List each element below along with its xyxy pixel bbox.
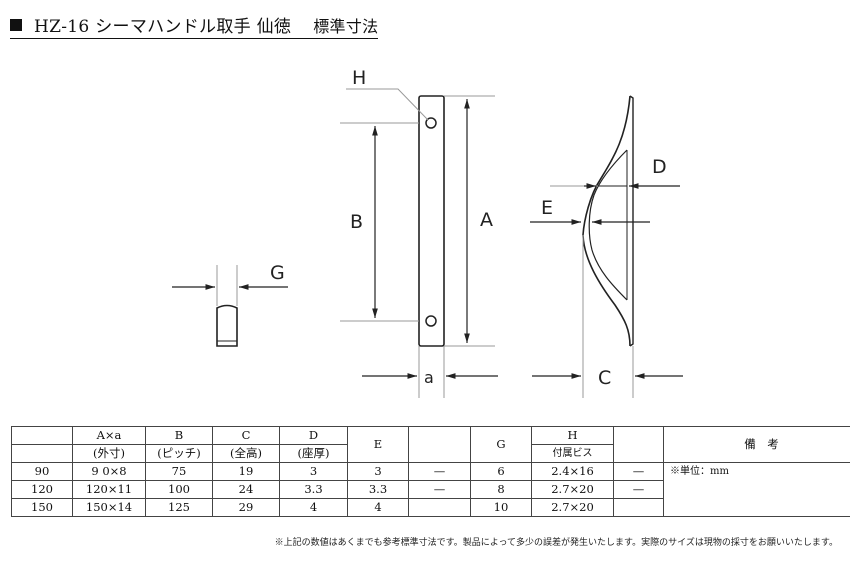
- handle-profile-outer: [582, 95, 631, 347]
- label-b: B: [350, 211, 363, 233]
- product-subtitle: 標準寸法: [313, 16, 379, 36]
- product-title: HZ-16 シーマハンドル取手 仙徳: [34, 17, 292, 37]
- label-a-small: a: [424, 368, 434, 387]
- label-h: H: [352, 67, 366, 89]
- handle-profile-inner: [588, 149, 628, 301]
- table-row: 120 120×11 100 24 3.3 3.3 — 8 2.7×20 —: [11, 480, 850, 499]
- title-underline: [10, 38, 378, 39]
- label-c: C: [598, 367, 611, 389]
- remarks-header: 備 考: [663, 426, 850, 463]
- square-bullet-icon: [10, 18, 22, 31]
- table-header-row: A×a B C D E G H 備 考: [11, 426, 850, 463]
- label-e: E: [541, 197, 553, 219]
- footnote: ※上記の数値はあくまでも参考標準寸法です。製品によって多少の誤差が発生いたします…: [274, 538, 838, 548]
- end-view: [172, 265, 288, 347]
- handle-end-profile: [216, 304, 238, 347]
- screw-hole-top: [425, 117, 437, 129]
- screw-hole-bottom: [425, 315, 437, 327]
- remarks-cell: ※単位：mm: [663, 462, 850, 517]
- table-row: 150 150×14 125 29 4 4 10 2.7×20: [11, 498, 850, 517]
- side-view: [530, 95, 683, 398]
- table-row: 90 9 0×8 75 19 3 3 — 6 2.4×16 — ※単位：mm: [11, 462, 850, 517]
- page-title: HZ-16 シーマハンドル取手 仙徳 標準寸法: [10, 12, 378, 37]
- label-d: D: [652, 156, 667, 178]
- handle-front-body: [418, 95, 445, 347]
- spec-table: A×a B C D E G H 備 考 (外寸) (ピッチ) (全高) (座厚)…: [11, 426, 850, 517]
- label-g: G: [270, 262, 285, 284]
- front-view: [340, 88, 498, 398]
- dimension-drawing: H B A G a D E C: [172, 67, 683, 398]
- label-a: A: [480, 209, 493, 231]
